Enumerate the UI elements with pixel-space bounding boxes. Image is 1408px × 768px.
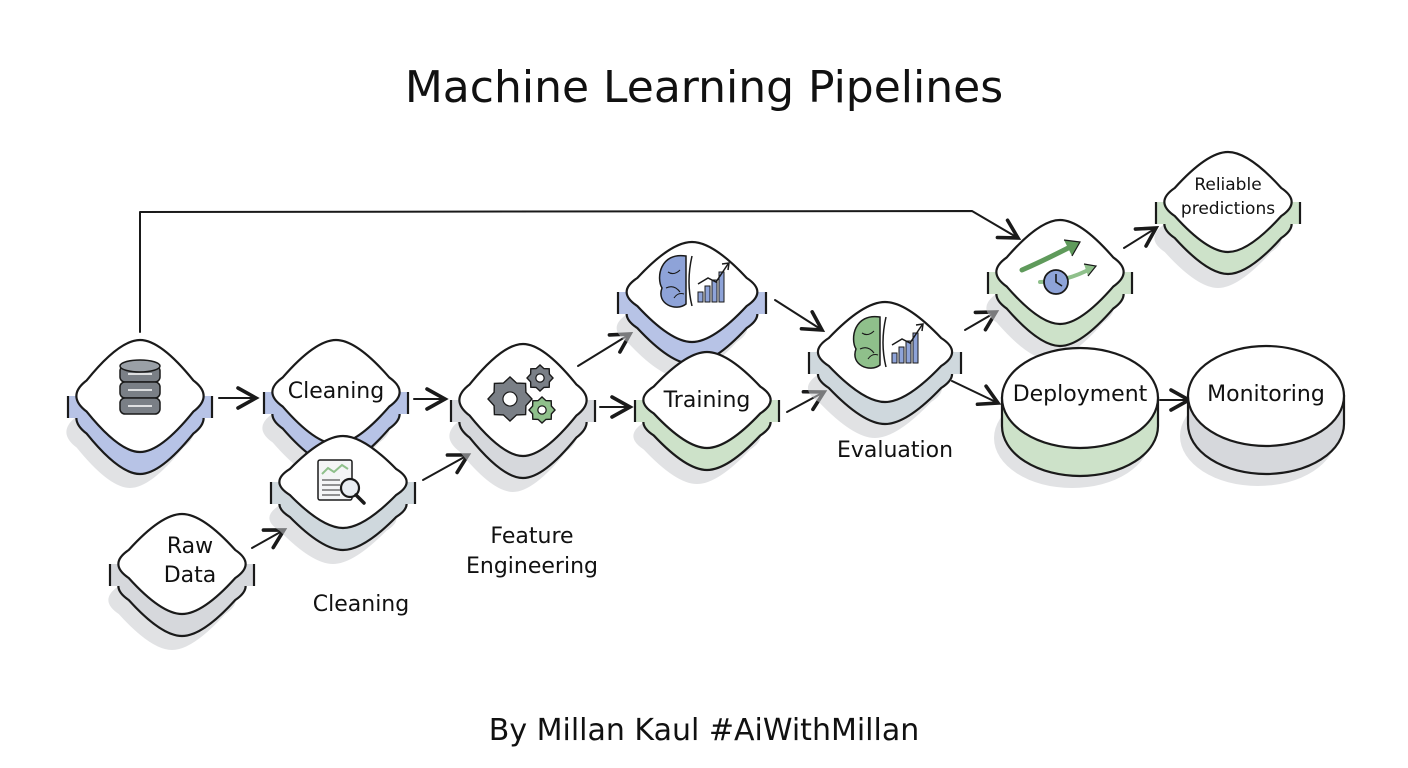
raw-data-label-line1: Raw: [167, 534, 213, 559]
raw-data-node: [108, 512, 256, 650]
raw-data-label-line2: Data: [164, 563, 217, 588]
evaluation-node: [807, 300, 963, 438]
diagram-title: Machine Learning Pipelines: [405, 62, 1003, 113]
training-node: [633, 350, 781, 484]
author-footer: By Millan Kaul #AiWithMillan: [489, 713, 920, 748]
nodes: [66, 150, 1346, 650]
database-icon: [119, 359, 161, 415]
deployment-node-label: Deployment: [1013, 382, 1148, 407]
monitoring-node-label: Monitoring: [1207, 382, 1325, 407]
reliable-predictions-line1: Reliable: [1194, 175, 1261, 195]
monitoring-node: [1180, 344, 1346, 486]
cleaning-node-label: Cleaning: [288, 379, 384, 404]
deployment-node: [994, 346, 1160, 488]
features-node: [449, 342, 597, 492]
arrow-raw-to-report: [251, 528, 288, 550]
arrow-report-to-features: [422, 453, 472, 481]
arrow-features-to-brain: [577, 332, 634, 367]
cleaning-node: [262, 338, 410, 480]
arrow-trend-to-reliable: [1123, 226, 1160, 249]
gears-icon: [487, 364, 556, 424]
report-search-icon: [317, 459, 366, 505]
feature-engineering-caption-line1: Feature: [490, 524, 573, 549]
arrow-brain-to-eval: [774, 299, 826, 332]
cleaning-caption: Cleaning: [313, 592, 409, 617]
arrow-eval-to-deployment: [951, 380, 1002, 407]
feature-engineering-caption-line2: Engineering: [466, 554, 598, 579]
evaluation-caption: Evaluation: [837, 438, 953, 463]
training-node-label: Training: [663, 388, 751, 413]
brain-chart-icon-eval: [852, 315, 924, 369]
arrow-db-to-top-trend: [139, 210, 1022, 333]
trend-clock-icon: [1019, 239, 1098, 295]
reliable-predictions-line2: predictions: [1181, 199, 1275, 219]
brain-chart-icon-top: [658, 254, 730, 308]
reliable-node: [1154, 150, 1302, 288]
connectors: [139, 210, 1193, 550]
